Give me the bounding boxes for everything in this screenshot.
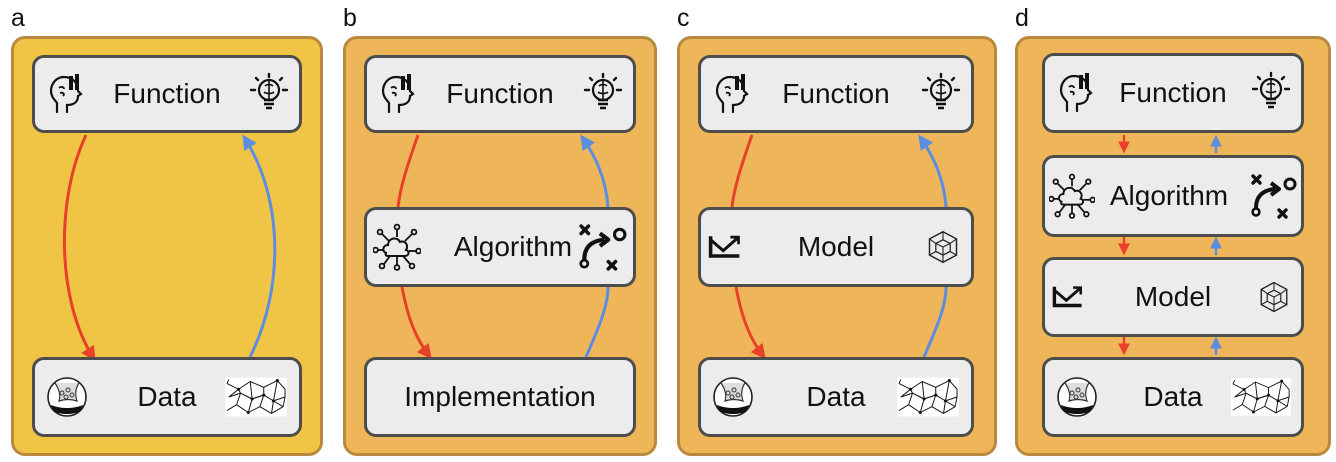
panel-b: Function Algorithm Implementation [343, 36, 657, 456]
down-arrow [400, 286, 432, 360]
implementation-label: Implementation [404, 381, 596, 412]
flow-arrows [396, 134, 610, 360]
function-box: Function [32, 55, 302, 133]
path-route-icon [1249, 172, 1297, 220]
up-arrow [922, 286, 948, 358]
up-arrow [584, 286, 610, 358]
neural-mesh-icon [1231, 377, 1291, 417]
lightbulb-brain-icon [581, 72, 625, 116]
function-label: Function [113, 78, 221, 109]
data-box: Data [698, 357, 974, 437]
data-label: Data [1143, 381, 1203, 412]
up-arrow [580, 134, 610, 208]
down-arrow [734, 286, 766, 360]
neural-mesh-icon [225, 377, 287, 417]
implementation-box: Implementation [364, 357, 636, 437]
function-label: Function [446, 78, 554, 109]
lightbulb-brain-icon [247, 72, 291, 116]
function-label: Function [782, 78, 890, 109]
flow-arrows [1118, 134, 1222, 356]
lightbulb-brain-icon [1249, 71, 1293, 115]
panel-label-b: b [343, 4, 357, 32]
lightbulb-brain-icon [919, 72, 963, 116]
up-arrow [242, 134, 277, 358]
model-label: Model [797, 231, 875, 262]
function-box: Function [698, 55, 974, 133]
flow-arrows [63, 134, 277, 362]
data-box: Data [1042, 357, 1304, 437]
cube-icon [925, 229, 961, 265]
model-box: Model [1042, 257, 1304, 337]
up-arrow [918, 134, 948, 208]
panel-label-d: d [1015, 4, 1029, 32]
algorithm-box: Algorithm [1042, 155, 1304, 237]
algorithm-label: Algorithm [453, 231, 573, 262]
algorithm-label: Algorithm [1109, 180, 1229, 211]
function-label: Function [1119, 77, 1227, 108]
neural-mesh-icon [897, 377, 959, 417]
function-box: Function [1042, 53, 1304, 133]
model-box: Model [698, 207, 974, 287]
down-arrow [396, 134, 420, 208]
data-label: Data [137, 381, 197, 412]
model-label: Model [1134, 281, 1212, 312]
flow-arrows [730, 134, 948, 360]
panel-c: Function Model Data [677, 36, 997, 456]
path-route-icon [577, 222, 627, 272]
panel-d: Function Algorithm Model Data [1015, 36, 1331, 456]
down-arrow [63, 134, 96, 362]
function-box: Function [364, 55, 636, 133]
algorithm-box: Algorithm [364, 207, 636, 287]
cube-icon [1257, 280, 1291, 314]
panel-label-c: c [677, 4, 690, 32]
data-label: Data [806, 381, 866, 412]
panel-a: Function Data [11, 36, 323, 456]
data-box: Data [32, 357, 302, 437]
panel-label-a: a [11, 4, 25, 32]
down-arrow [730, 134, 754, 208]
